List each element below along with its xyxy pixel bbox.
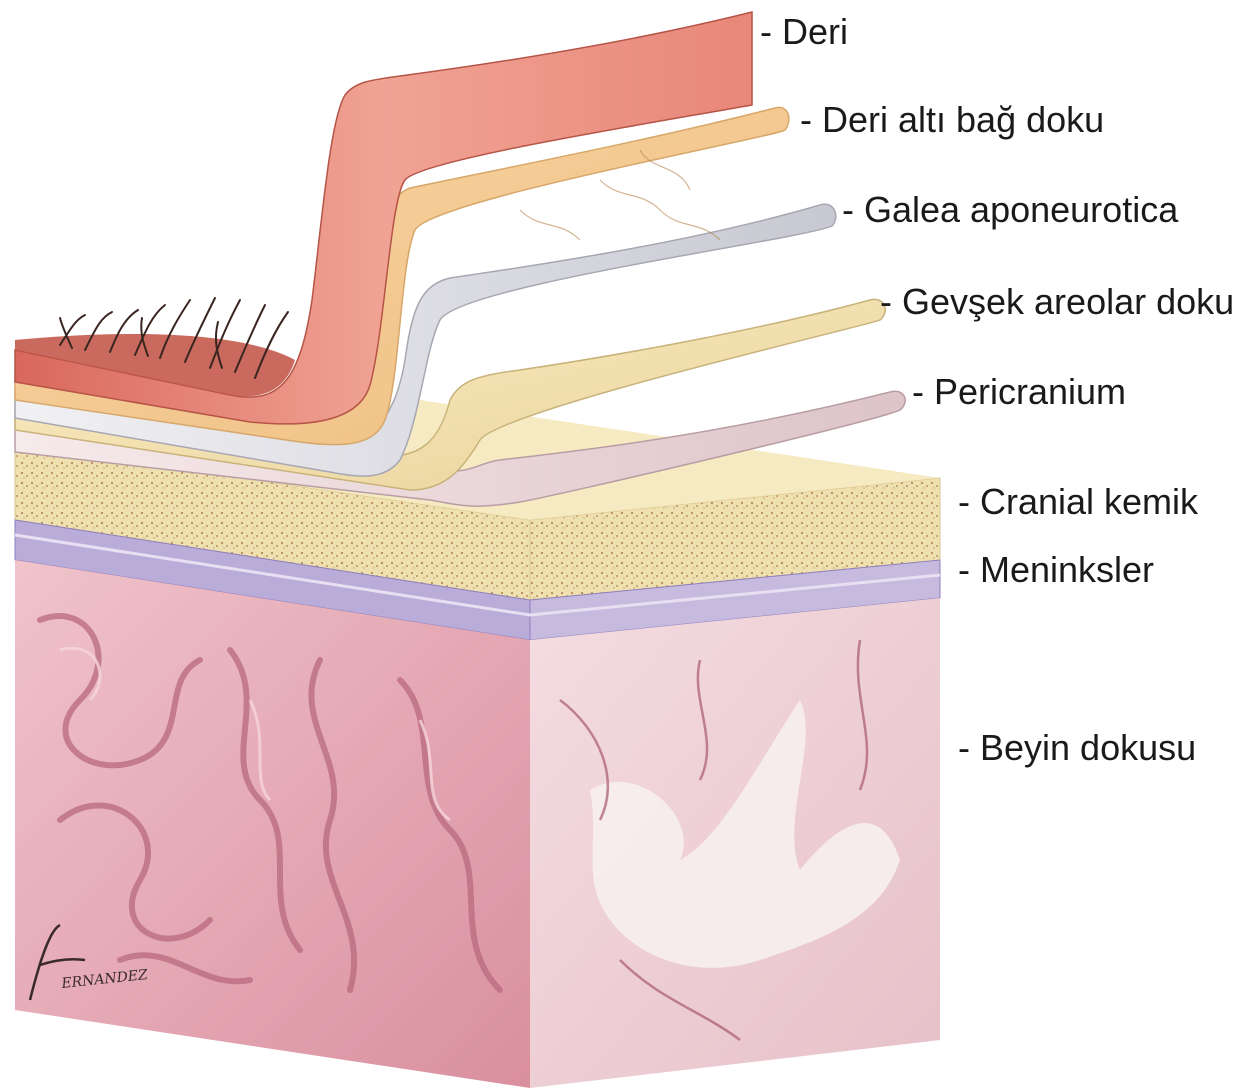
label-gevsek-areolar-doku: - Gevşek areolar doku <box>880 281 1234 322</box>
label-cranial-kemik: - Cranial kemik <box>958 481 1199 522</box>
label-deri-alti-bag-doku: - Deri altı bağ doku <box>800 99 1104 140</box>
label-meninksler: - Meninksler <box>958 549 1154 590</box>
label-galea-aponeurotica: - Galea aponeurotica <box>842 189 1179 230</box>
label-beyin-dokusu: - Beyin dokusu <box>958 727 1196 768</box>
label-pericranium: - Pericranium <box>912 371 1126 412</box>
label-deri: - Deri <box>760 11 848 52</box>
